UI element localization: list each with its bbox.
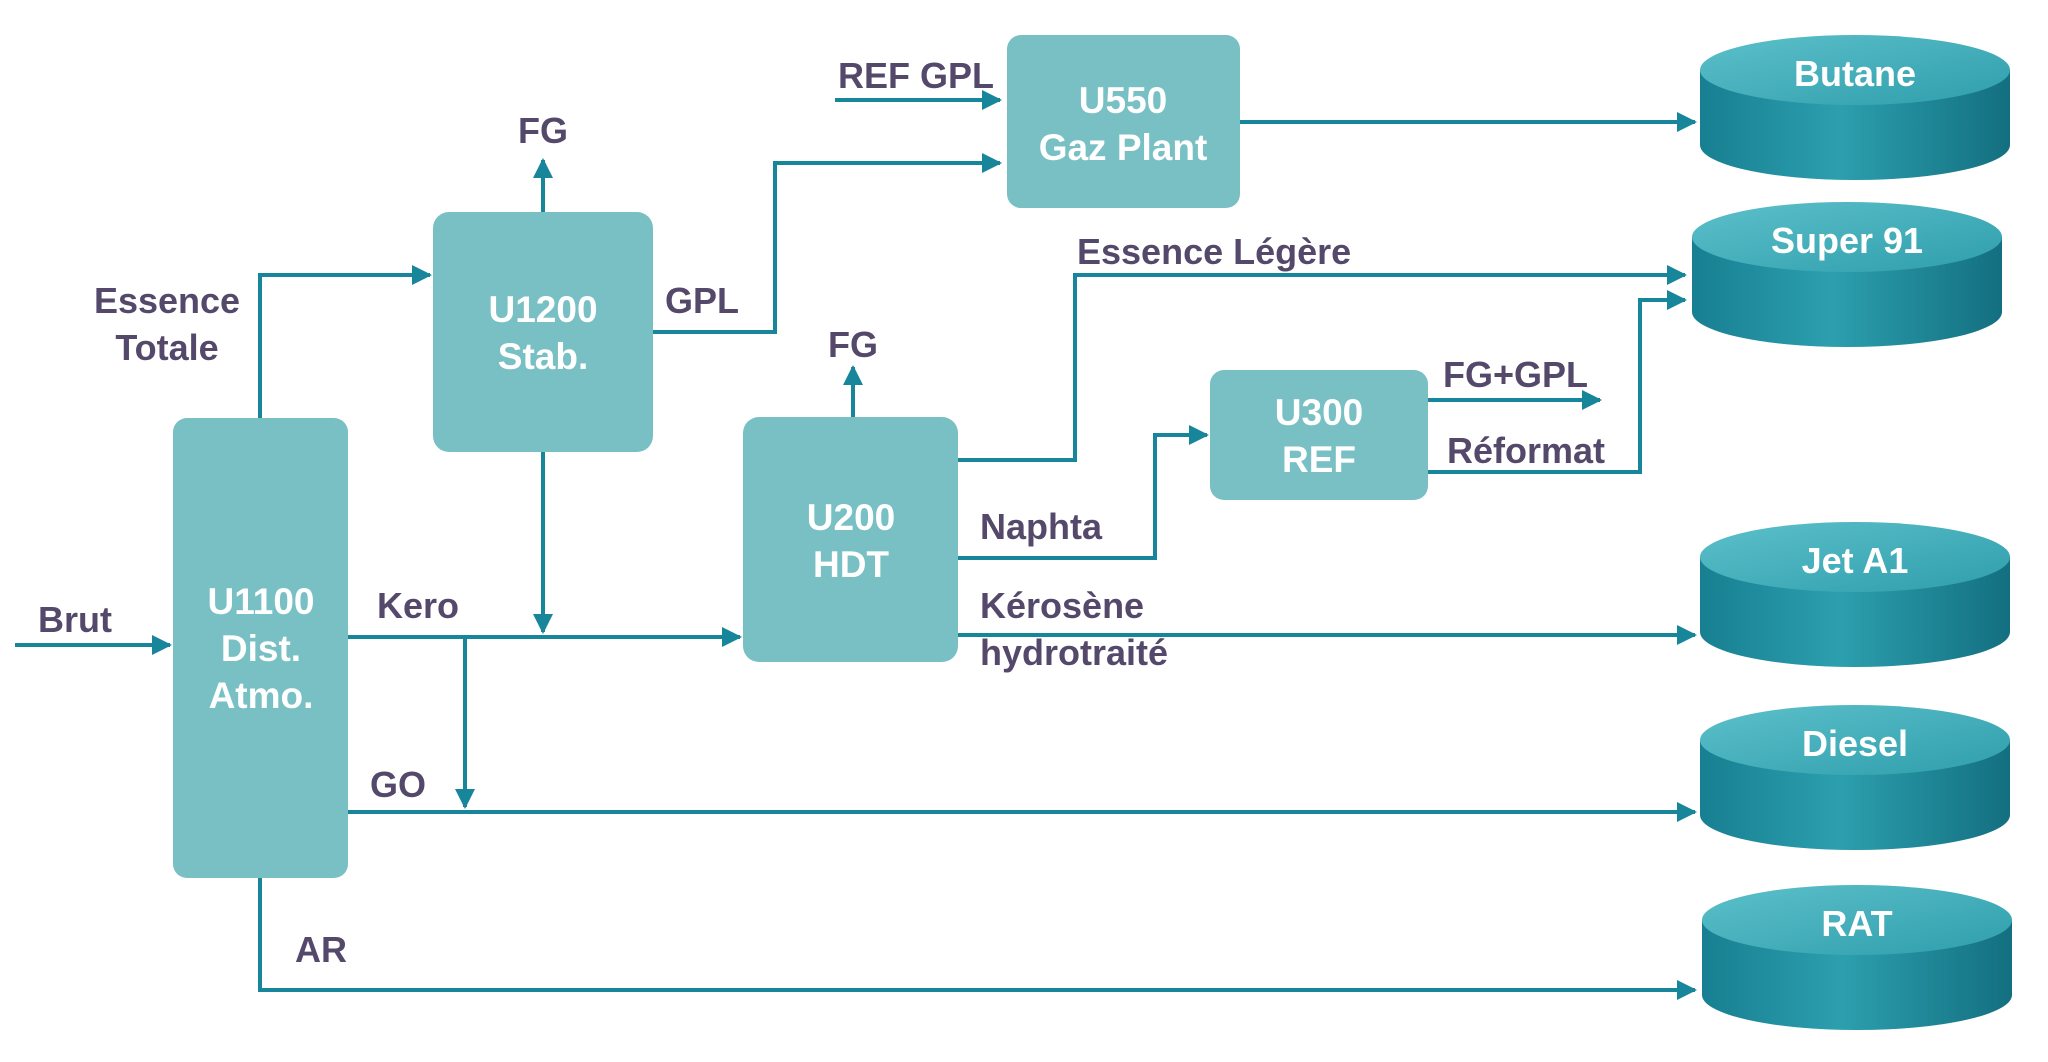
label-naphta: Naphta	[980, 506, 1103, 547]
unit-u1100-line2: Dist.	[221, 628, 301, 669]
label-fg-u1200: FG	[518, 110, 568, 151]
unit-u300-line1: U300	[1275, 392, 1363, 433]
label-essence-totale-line1: Essence	[94, 280, 240, 321]
unit-u300: U300 REF	[1210, 370, 1428, 500]
label-brut: Brut	[38, 599, 112, 640]
unit-u200-line1: U200	[807, 497, 895, 538]
tank-diesel: Diesel	[1700, 705, 2010, 850]
label-go: GO	[370, 764, 426, 805]
stream-labels: Brut Essence Totale FG GPL REF GPL FG Es…	[38, 55, 1605, 970]
label-essence-totale-line2: Totale	[115, 327, 218, 368]
label-kerosene-line1: Kérosène	[980, 585, 1144, 626]
unit-u300-line2: REF	[1282, 439, 1356, 480]
unit-u1100-line1: U1100	[208, 581, 315, 622]
unit-u1100: U1100 Dist. Atmo.	[173, 418, 348, 878]
unit-u200: U200 HDT	[743, 417, 958, 662]
label-kerosene-line2: hydrotraité	[980, 632, 1168, 673]
unit-u1200-line2: Stab.	[498, 336, 588, 377]
label-kero: Kero	[377, 585, 459, 626]
label-fg-gpl: FG+GPL	[1443, 354, 1588, 395]
flow-gpl	[653, 153, 1002, 334]
flow-essence-legere	[958, 265, 1687, 462]
flow-naphta	[958, 425, 1209, 560]
unit-u550-line1: U550	[1079, 80, 1167, 121]
tank-rat: RAT	[1702, 885, 2012, 1030]
label-reformat: Réformat	[1447, 430, 1605, 471]
tank-super91-label: Super 91	[1771, 220, 1923, 261]
tank-jet-a1-label: Jet A1	[1802, 540, 1909, 581]
unit-u1100-line3: Atmo.	[209, 675, 314, 716]
label-gpl: GPL	[665, 280, 739, 321]
unit-u550: U550 Gaz Plant	[1007, 35, 1240, 208]
label-ar: AR	[295, 929, 347, 970]
flow-reformat	[1428, 290, 1687, 474]
tank-butane-label: Butane	[1794, 53, 1916, 94]
tank-rat-label: RAT	[1821, 903, 1892, 944]
tank-super91: Super 91	[1692, 202, 2002, 347]
unit-u550-line2: Gaz Plant	[1039, 127, 1208, 168]
unit-u200-line2: HDT	[813, 544, 889, 585]
unit-u1200-line1: U1200	[488, 289, 597, 330]
label-essence-legere: Essence Légère	[1077, 231, 1351, 272]
tank-diesel-label: Diesel	[1802, 723, 1908, 764]
label-ref-gpl: REF GPL	[838, 55, 994, 96]
tank-jet-a1: Jet A1	[1700, 522, 2010, 667]
unit-u1200: U1200 Stab.	[433, 212, 653, 452]
flow-essence-totale	[258, 265, 432, 418]
label-fg-u200: FG	[828, 324, 878, 365]
tank-butane: Butane	[1700, 35, 2010, 180]
flow-ar	[258, 878, 1697, 1000]
flow-lines	[15, 90, 1697, 1000]
